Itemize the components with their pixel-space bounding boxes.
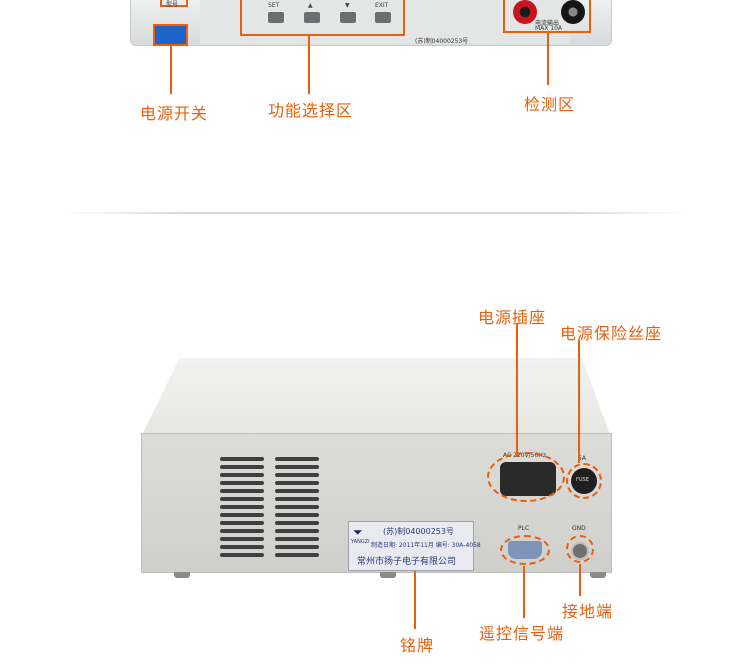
exit-key[interactable] (375, 12, 391, 23)
device-foot (174, 572, 190, 578)
terminal-sub-label: MAX 10A (535, 25, 563, 32)
callout-remote-signal: 遥控信号端 (479, 624, 565, 643)
section-divider (62, 212, 688, 214)
nameplate-company: 常州市扬子电子有限公司 (357, 557, 457, 567)
model-box: 型号 (160, 0, 188, 8)
gnd-highlight (566, 535, 594, 563)
gnd-label: GND (572, 525, 586, 532)
set-key[interactable] (268, 12, 284, 23)
brand-logo-icon: ⏷ (353, 525, 363, 539)
down-key-label: ▼ (345, 2, 350, 9)
device-top-surface (142, 358, 610, 435)
nameplate-date: 制造日期: 2011年11月 编号: 30A-4058 (371, 542, 481, 549)
plc-highlight (500, 535, 550, 565)
up-key-label: ▲ (308, 2, 313, 9)
callout-power-switch: 电源开关 (140, 104, 209, 123)
callout-detection: 检测区 (524, 95, 576, 114)
red-terminal[interactable] (513, 0, 537, 24)
black-terminal[interactable] (561, 0, 585, 24)
callout-power-socket: 电源插座 (478, 308, 547, 327)
function-key-area: SET ▲ ▼ EXIT (240, 0, 405, 36)
callout-line-plc (523, 566, 525, 618)
model-label: 型号 (166, 1, 179, 8)
callout-line-nameplate (414, 571, 416, 629)
plc-label: PLC (518, 525, 530, 532)
terminal-label: 电流输出 (535, 20, 560, 27)
down-key[interactable] (340, 12, 356, 23)
nameplate: ⏷ YANGZI (苏)制04000253号 制造日期: 2011年11月 编号… (348, 521, 481, 571)
callout-line-socket (516, 323, 518, 457)
detection-area: 电流输出 MAX 10A (503, 0, 591, 33)
up-key[interactable] (304, 12, 320, 23)
nameplate-brand: YANGZI (351, 539, 370, 545)
front-cert-text: (苏)制04000253号 (415, 38, 469, 45)
callout-function-select: 功能选择区 (268, 101, 354, 120)
callout-line-fuse (578, 340, 580, 463)
fuse-label: 5A (578, 455, 586, 462)
device-foot (380, 572, 396, 578)
callout-line-gnd (579, 564, 581, 596)
callout-line-function (308, 36, 310, 94)
callout-fuse-holder: 电源保险丝座 (560, 324, 663, 343)
callout-ground: 接地端 (562, 602, 614, 621)
set-key-label: SET (268, 2, 280, 9)
device-foot (590, 572, 606, 578)
power-switch-button[interactable] (153, 24, 188, 46)
nameplate-cert: (苏)制04000253号 (383, 527, 454, 536)
callout-line-detection (547, 33, 549, 85)
callout-line-power (170, 46, 172, 94)
socket-highlight (487, 452, 565, 502)
fuse-highlight (566, 463, 602, 499)
callout-nameplate: 铭牌 (400, 636, 435, 655)
exit-key-label: EXIT (375, 2, 389, 9)
